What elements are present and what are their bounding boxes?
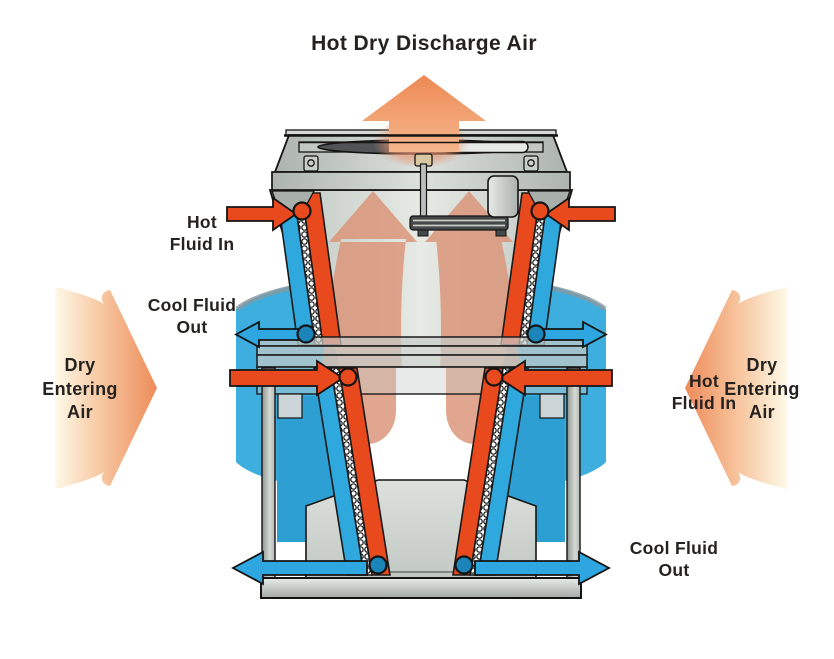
- bracket-right: [539, 393, 565, 419]
- bolt-bracket-right: [523, 155, 539, 172]
- label-dry-entering-air-left: Dry Entering Air: [42, 354, 118, 422]
- hot-fluid-in-left-top-arrow: [226, 196, 298, 232]
- label-cool-fluid-out-left: Cool Fluid Out: [147, 295, 237, 337]
- coil-lower-right: [452, 367, 529, 576]
- coil-lower-left: [313, 367, 391, 576]
- coil-headers: [292, 201, 550, 575]
- fluid-arrows: [226, 196, 616, 586]
- label-cool-fluid-out-bottom: Cool Fluid Out: [629, 538, 719, 580]
- base-plate: [260, 577, 582, 599]
- bolt-bracket-left: [303, 155, 319, 172]
- post-right: [566, 367, 581, 591]
- entering-air-right-arrow: [685, 287, 787, 489]
- fan-shaft: [419, 163, 428, 219]
- hot-header-mid-right: [484, 367, 504, 387]
- fan-motor: [487, 175, 519, 218]
- diagram-title: Hot Dry Discharge Air: [311, 32, 537, 56]
- cool-header-bottom-right: [454, 555, 474, 575]
- cool-header-mid-left: [296, 324, 316, 344]
- hot-header-mid-left: [338, 367, 358, 387]
- hot-fluid-in-left-mid-arrow: [229, 359, 345, 397]
- beam-foot-left: [417, 229, 429, 237]
- coil-upper-right: [500, 192, 566, 346]
- bracket-left: [277, 393, 303, 419]
- coil-upper-left: [276, 192, 342, 346]
- cool-fluid-out-right-bottom-arrow: [474, 550, 611, 586]
- hot-fluid-in-right-mid-arrow: [497, 359, 613, 397]
- drive-beam: [409, 215, 509, 231]
- hot-header-top-right: [530, 201, 550, 221]
- label-hot-fluid-in-right: Hot Fluid In: [671, 371, 737, 413]
- beam-foot-right: [495, 229, 507, 237]
- hot-fluid-in-right-top-arrow: [544, 196, 616, 232]
- hot-header-top-left: [292, 201, 312, 221]
- discharge-air-arrow: [362, 75, 486, 152]
- label-dry-entering-air-right: Dry Entering Air: [724, 354, 800, 422]
- cool-header-mid-right: [526, 324, 546, 344]
- post-left: [261, 367, 276, 591]
- title-text: Hot Dry Discharge Air: [311, 32, 537, 55]
- entering-air-left-arrow: [55, 287, 157, 489]
- cool-fluid-out-left-bottom-arrow: [231, 550, 368, 586]
- cool-header-bottom-left: [368, 555, 388, 575]
- label-hot-fluid-in-left: Hot Fluid In: [169, 212, 235, 254]
- fan-assembly: [271, 153, 571, 237]
